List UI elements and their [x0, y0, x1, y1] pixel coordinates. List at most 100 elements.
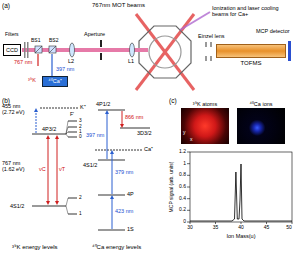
mcp-detector [288, 41, 291, 61]
k-levels [40, 108, 78, 109]
ca-levels [120, 128, 150, 129]
tof-trace [190, 164, 292, 221]
tick-label: 0.8 [179, 172, 186, 178]
k-levels [32, 206, 66, 207]
ca-levels [98, 195, 125, 196]
tick-label: 0.2 [179, 207, 186, 213]
transition-arrow [48, 139, 49, 201]
beam-label: 767nm MOT beams [92, 2, 145, 9]
k-levels [66, 132, 68, 134]
einzel-lens [205, 42, 207, 47]
level-label: 2 [79, 124, 82, 130]
laser-box: ⁴⁰Ca⁺ [42, 76, 68, 87]
transition-arrow [107, 114, 108, 159]
beam-splitter [35, 46, 42, 53]
plot-frame [187, 210, 190, 211]
aperture [100, 40, 102, 47]
tof-tube: TOFMS [216, 44, 286, 67]
aperture [100, 53, 102, 60]
transition-label: 866 nm [125, 114, 143, 120]
k-levels [68, 121, 77, 122]
tick-label: 50 [286, 225, 292, 231]
level-label: 4S1/2 [83, 162, 97, 168]
k-levels [68, 132, 77, 133]
level-label: 1 [79, 129, 82, 135]
node-label: TOFMS [216, 60, 286, 67]
aperture [100, 40, 102, 60]
ca-levels [95, 110, 150, 230]
axis-title: MCP signal (arb. units) [169, 162, 175, 213]
einzel-lens [205, 42, 212, 61]
laser-beam [51, 54, 52, 76]
transition-arrow [34, 108, 38, 112]
axis-name: y [183, 130, 186, 136]
level-label: K⁺ [80, 104, 86, 110]
tick-label: 40 [238, 225, 244, 231]
plot-frame [215, 222, 216, 224]
ca-levels [98, 110, 125, 111]
tick-label: 0.6 [179, 184, 186, 190]
level-label: 0 [79, 134, 82, 140]
filters [24, 42, 29, 58]
level-label: 3D3/2 [137, 130, 152, 136]
wavelength: 767 nm [14, 59, 32, 65]
transition-label: 423 nm [115, 208, 133, 214]
k-levels [66, 206, 68, 214]
transition-arrow [110, 150, 114, 154]
k-levels [66, 127, 68, 134]
laser-beam [38, 54, 52, 76]
node-label: ³⁹K atoms [181, 101, 229, 107]
node-label: ⁴⁰Ca ions [237, 101, 285, 107]
image-panel: ⁴⁰Ca ions [237, 101, 285, 144]
transition-arrow [110, 195, 114, 199]
ion-beam [180, 12, 210, 30]
node-label: CCD [6, 47, 18, 53]
beam-splitter [35, 46, 42, 53]
panel-caption: ⁴⁰Ca energy levels [92, 244, 141, 251]
transition-arrow [120, 124, 124, 128]
filters [27, 42, 29, 58]
wavelength: 397 nm [56, 66, 74, 72]
transition-arrow [57, 139, 58, 201]
transition-label: 379 nm [115, 169, 133, 175]
plot-frame [190, 152, 292, 222]
ion-beam [180, 12, 210, 30]
k-levels [66, 121, 68, 134]
axis-title: Ion Mass(u) [226, 233, 255, 239]
tick-label: 45 [264, 225, 270, 231]
camera-image [237, 108, 285, 144]
k-levels [66, 198, 68, 206]
plot-frame [187, 187, 190, 188]
plot-frame [187, 222, 190, 223]
part-name: MCP detector [256, 28, 292, 34]
transition-arrow [36, 111, 37, 133]
image-panel: ³⁹K atoms [181, 101, 229, 144]
k-levels [32, 134, 66, 135]
k-levels [68, 127, 77, 128]
level-label: 3 [79, 118, 82, 124]
plot-frame [187, 175, 190, 176]
level-label: F' [70, 112, 74, 118]
tick-label: 0 [183, 219, 186, 225]
plot-frame [187, 198, 190, 199]
tick-label: 35 [213, 225, 219, 231]
level-label: 4S1/2 [10, 203, 24, 209]
beam-splitter [49, 46, 56, 53]
part-name: BS2 [49, 38, 58, 44]
part-name: Aperture [84, 31, 105, 37]
node-label: ⁴⁰Ca⁺ [48, 78, 61, 84]
transition-label: νT [59, 166, 65, 172]
level-label: 4P1/2 [96, 101, 110, 107]
level-label: 4P3/2 [42, 126, 56, 132]
part-name: L2 [68, 58, 74, 64]
filters [24, 42, 26, 58]
tick-label: 1 [183, 161, 186, 167]
level-label: 4P [127, 191, 134, 197]
level-label: 1 [79, 211, 82, 217]
k-levels [68, 214, 77, 215]
lens [70, 43, 75, 57]
transition-label: νC [39, 166, 46, 172]
einzel-lens [210, 42, 212, 47]
k-levels [32, 108, 78, 214]
beam-label: Ionization and laser cooling beams for C… [212, 5, 296, 18]
